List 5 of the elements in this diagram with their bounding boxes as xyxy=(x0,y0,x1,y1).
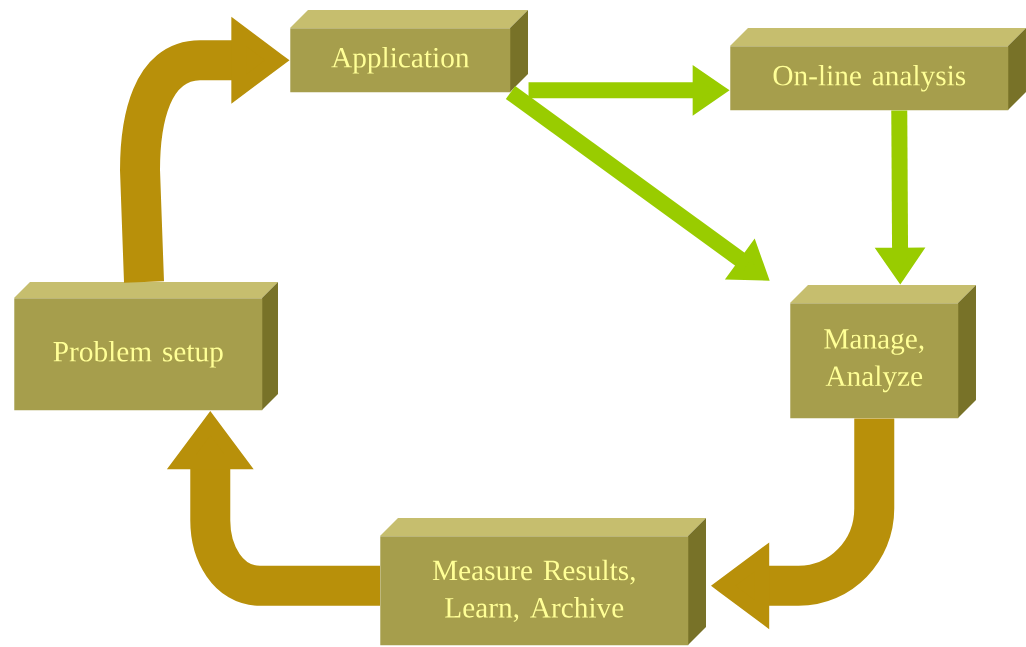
box-drawing: Application xyxy=(290,10,528,93)
box-drawing: Manage, Analyze xyxy=(790,285,976,419)
box-drawing: Problem setup xyxy=(14,282,278,411)
box-drawing: On-line analysis xyxy=(730,28,1026,111)
box-drawing: Measure Results, Learn, Archive xyxy=(380,518,706,646)
